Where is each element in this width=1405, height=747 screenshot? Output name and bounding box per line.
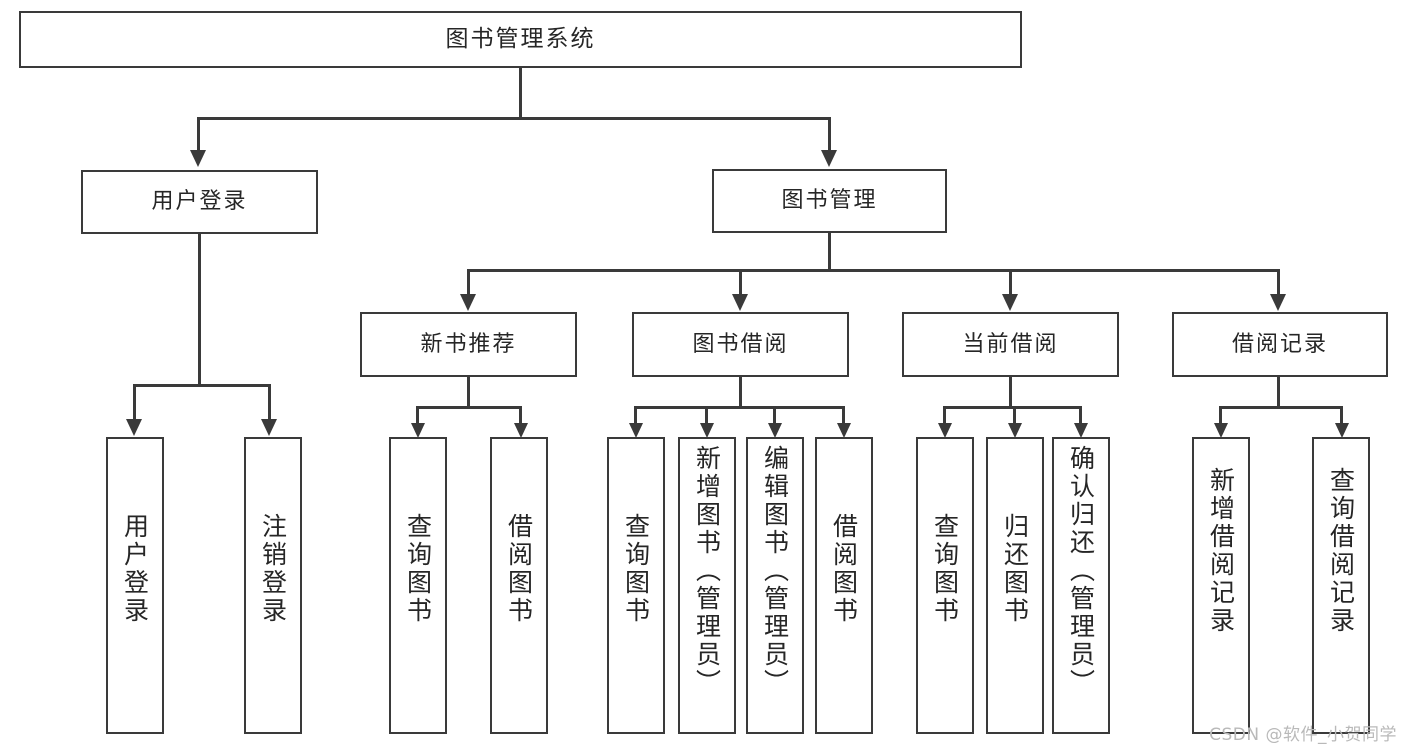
node-borrow-record[interactable]: 借阅记录 — [1172, 312, 1388, 377]
node-label: 当前借阅 — [962, 331, 1059, 357]
connector-current-borrow-stem — [1009, 377, 1012, 408]
arrowhead-leaf-edit-book — [768, 423, 782, 438]
arrowhead-leaf-return-book — [1008, 423, 1022, 438]
leaf-query-book-2[interactable]: 查询图书 — [607, 437, 665, 734]
connector-root-stem — [519, 68, 522, 119]
connector-book-borrow-bus — [634, 406, 845, 409]
node-label: 归还图书 — [1000, 513, 1030, 625]
connector-drop-leaf-query-record — [1340, 406, 1343, 425]
leaf-query-borrow-record[interactable]: 查询借阅记录 — [1312, 437, 1370, 734]
leaf-add-borrow-record[interactable]: 新增借阅记录 — [1192, 437, 1250, 734]
connector-new-book-rec-bus — [416, 406, 522, 409]
connector-current-borrow-bus — [943, 406, 1082, 409]
arrowhead-new-book-rec — [460, 294, 476, 311]
node-label: 查询图书 — [621, 513, 651, 625]
node-label: 新书推荐 — [420, 331, 517, 357]
arrowhead-leaf-add-record — [1214, 423, 1228, 438]
connector-drop-current-borrow — [1009, 269, 1012, 296]
node-label: 图书借阅 — [692, 331, 789, 357]
connector-drop-leaf-query-book-3 — [943, 406, 946, 425]
connector-drop-leaf-return-book — [1013, 406, 1016, 425]
connector-user-login-bus — [133, 384, 271, 387]
connector-drop-leaf-query-book-1 — [416, 406, 419, 425]
connector-drop-new-book-rec — [467, 269, 470, 296]
arrowhead-leaf-query-book-3 — [938, 423, 952, 438]
node-label: 借阅记录 — [1231, 331, 1328, 357]
connector-level1-bus — [197, 117, 831, 120]
node-label: 用户登录 — [151, 189, 248, 215]
arrowhead-book-manage — [821, 150, 837, 167]
node-label: 借阅图书 — [504, 513, 534, 625]
node-book-borrow[interactable]: 图书借阅 — [632, 312, 849, 377]
connector-drop-leaf-logout — [268, 384, 271, 420]
node-root-system[interactable]: 图书管理系统 — [19, 11, 1022, 68]
arrowhead-leaf-borrow-book-2 — [837, 423, 851, 438]
arrowhead-leaf-confirm-return — [1074, 423, 1088, 438]
leaf-borrow-book-1[interactable]: 借阅图书 — [490, 437, 548, 734]
arrowhead-user-login — [190, 150, 206, 167]
connector-borrow-record-stem — [1277, 377, 1280, 408]
connector-drop-book-manage — [828, 117, 831, 152]
connector-drop-leaf-add-record — [1219, 406, 1222, 425]
node-label: 用户登录 — [120, 513, 150, 625]
node-user-login[interactable]: 用户登录 — [81, 170, 318, 234]
arrowhead-leaf-user-login — [126, 419, 142, 436]
node-label: 图书管理 — [781, 188, 878, 214]
leaf-borrow-book-2[interactable]: 借阅图书 — [815, 437, 873, 734]
leaf-edit-book-admin[interactable]: 编辑图书（管理员） — [746, 437, 804, 734]
arrowhead-book-borrow — [732, 294, 748, 311]
leaf-return-book[interactable]: 归还图书 — [986, 437, 1044, 734]
leaf-logout[interactable]: 注销登录 — [244, 437, 302, 734]
connector-book-borrow-stem — [739, 377, 742, 408]
arrowhead-leaf-query-record — [1335, 423, 1349, 438]
connector-new-book-rec-stem — [467, 377, 470, 408]
arrowhead-leaf-query-book-1 — [411, 423, 425, 438]
node-label: 新增图书（管理员） — [692, 445, 722, 697]
arrowhead-borrow-record — [1270, 294, 1286, 311]
node-label: 借阅图书 — [829, 513, 859, 625]
connector-drop-leaf-borrow-book-2 — [842, 406, 845, 425]
node-label: 图书管理系统 — [445, 25, 596, 52]
connector-user-login-stem — [198, 234, 201, 386]
connector-drop-leaf-user-login — [133, 384, 136, 420]
arrowhead-leaf-add-book — [700, 423, 714, 438]
connector-drop-leaf-borrow-book-1 — [519, 406, 522, 425]
leaf-confirm-return-admin[interactable]: 确认归还（管理员） — [1052, 437, 1110, 734]
node-current-borrow[interactable]: 当前借阅 — [902, 312, 1119, 377]
connector-book-manage-stem — [828, 233, 831, 271]
node-label: 确认归还（管理员） — [1066, 445, 1096, 697]
connector-drop-user-login — [197, 117, 200, 152]
node-label: 编辑图书（管理员） — [760, 445, 790, 697]
connector-drop-leaf-add-book — [705, 406, 708, 425]
node-label: 新增借阅记录 — [1206, 467, 1236, 635]
arrowhead-leaf-borrow-book-1 — [514, 423, 528, 438]
leaf-query-book-3[interactable]: 查询图书 — [916, 437, 974, 734]
leaf-user-login[interactable]: 用户登录 — [106, 437, 164, 734]
node-new-book-recommend[interactable]: 新书推荐 — [360, 312, 577, 377]
arrowhead-leaf-logout — [261, 419, 277, 436]
connector-drop-leaf-confirm-return — [1079, 406, 1082, 425]
arrowhead-current-borrow — [1002, 294, 1018, 311]
connector-book-manage-bus — [467, 269, 1280, 272]
node-label: 查询借阅记录 — [1326, 467, 1356, 635]
connector-drop-leaf-edit-book — [773, 406, 776, 425]
watermark-text: CSDN @软件_小贺同学 — [1209, 725, 1397, 745]
connector-drop-borrow-record — [1277, 269, 1280, 296]
node-book-manage[interactable]: 图书管理 — [712, 169, 947, 233]
node-label: 查询图书 — [930, 513, 960, 625]
node-label: 查询图书 — [403, 513, 433, 625]
node-label: 注销登录 — [258, 513, 288, 625]
connector-drop-leaf-query-book-2 — [634, 406, 637, 425]
arrowhead-leaf-query-book-2 — [629, 423, 643, 438]
connector-drop-book-borrow — [739, 269, 742, 296]
leaf-add-book-admin[interactable]: 新增图书（管理员） — [678, 437, 736, 734]
connector-borrow-record-bus — [1219, 406, 1343, 409]
leaf-query-book-1[interactable]: 查询图书 — [389, 437, 447, 734]
